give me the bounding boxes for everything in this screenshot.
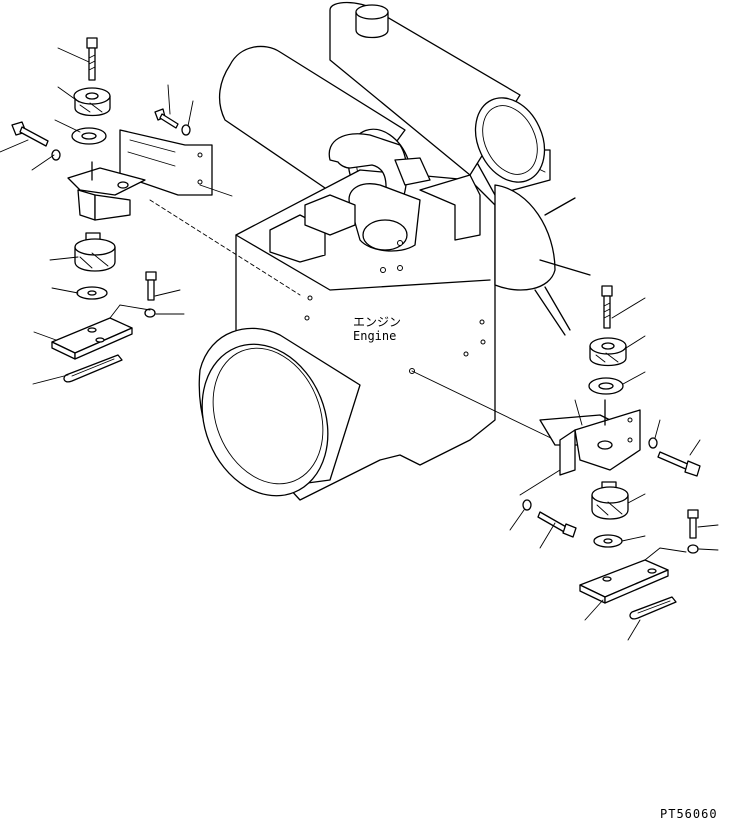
engine-label-en: Engine	[353, 329, 396, 343]
right-mount-assembly	[519, 285, 701, 620]
side-bolt-icon	[11, 121, 49, 147]
rubber-cushion-icon	[73, 87, 111, 117]
engine-label-jp: エンジン	[353, 315, 401, 329]
mount-bolt-vertical-icon	[86, 37, 98, 81]
engine-bracket-icon	[539, 399, 641, 476]
right-leader-lines	[509, 297, 719, 641]
engine: エンジン Engine	[198, 1, 591, 501]
engine-bracket-icon	[67, 129, 213, 221]
mount-plate-icon	[51, 304, 151, 360]
muffler	[329, 1, 546, 183]
shim-icon	[63, 354, 123, 383]
lock-washer-icon	[51, 149, 61, 161]
left-mount-assembly	[11, 37, 213, 383]
side-bolt-icon	[657, 451, 701, 477]
alternator	[494, 184, 556, 291]
shim-icon	[629, 596, 677, 620]
lower-cushion-icon	[74, 232, 116, 272]
lock-washer-icon	[648, 437, 658, 449]
drawing-code: PT56060	[660, 807, 718, 821]
mount-plate-icon	[579, 547, 687, 604]
left-leader-lines	[0, 47, 233, 385]
